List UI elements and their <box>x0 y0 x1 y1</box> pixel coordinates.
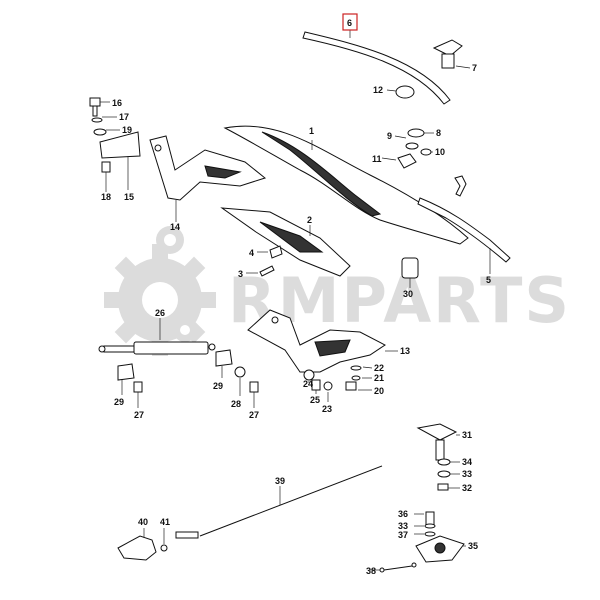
highlight-box <box>342 13 358 31</box>
label-part-26[interactable]: 26 <box>155 308 165 318</box>
label-part-21[interactable]: 21 <box>374 373 384 383</box>
part-screw <box>246 265 275 277</box>
label-part-15[interactable]: 15 <box>124 192 134 202</box>
label-part-3[interactable]: 3 <box>238 269 243 279</box>
part-strut-bracket-right <box>215 349 259 408</box>
label-part-19[interactable]: 19 <box>122 125 132 135</box>
label-part-13[interactable]: 13 <box>400 346 410 356</box>
label-part-27[interactable]: 27 <box>134 410 144 420</box>
part-bush <box>401 257 419 288</box>
part-long-bracket <box>220 207 351 277</box>
label-part-41[interactable]: 41 <box>160 517 170 527</box>
part-hardware-right <box>303 365 373 402</box>
label-part-31[interactable]: 31 <box>462 430 472 440</box>
label-part-20[interactable]: 20 <box>374 386 384 396</box>
label-part-22[interactable]: 22 <box>374 363 384 373</box>
label-part-35[interactable]: 35 <box>468 541 478 551</box>
label-part-38[interactable]: 38 <box>366 566 376 576</box>
label-part-37[interactable]: 37 <box>398 530 408 540</box>
label-part-34[interactable]: 34 <box>462 457 472 467</box>
watermark-small-gear-icon-2 <box>173 318 197 342</box>
label-part-39[interactable]: 39 <box>275 476 285 486</box>
label-part-17[interactable]: 17 <box>119 112 129 122</box>
label-part-14[interactable]: 14 <box>170 222 180 232</box>
label-part-16[interactable]: 16 <box>112 98 122 108</box>
label-part-27b[interactable]: 27 <box>249 410 259 420</box>
label-part-9[interactable]: 9 <box>387 131 392 141</box>
watermark-small-gear-icon <box>156 226 184 254</box>
part-plate <box>99 131 141 190</box>
part-clip <box>257 245 283 259</box>
label-part-30[interactable]: 30 <box>403 289 413 299</box>
label-part-32[interactable]: 32 <box>462 483 472 493</box>
part-knob <box>432 39 471 69</box>
label-part-4[interactable]: 4 <box>249 248 254 258</box>
label-part-25[interactable]: 25 <box>310 395 320 405</box>
label-part-2[interactable]: 2 <box>307 215 312 225</box>
label-part-28[interactable]: 28 <box>231 399 241 409</box>
label-part-8[interactable]: 8 <box>436 128 441 138</box>
part-lever <box>117 528 168 561</box>
label-part-29b[interactable]: 29 <box>213 381 223 391</box>
part-cap <box>386 85 415 99</box>
part-bolt-stack <box>89 97 120 192</box>
label-part-11[interactable]: 11 <box>372 154 382 164</box>
label-part-40[interactable]: 40 <box>138 517 148 527</box>
part-seal-strip-top <box>302 30 451 105</box>
part-cable <box>175 465 383 539</box>
label-part-12[interactable]: 12 <box>373 85 383 95</box>
part-strut-bracket-left <box>117 363 143 408</box>
part-labels: 1 2 3 4 5 6 7 8 9 10 11 12 13 14 15 16 1… <box>101 18 491 576</box>
part-gas-strut <box>98 318 216 355</box>
label-part-6[interactable]: 6 <box>347 18 352 28</box>
part-lock-upper <box>416 423 460 491</box>
label-part-23[interactable]: 23 <box>322 404 332 414</box>
label-part-24[interactable]: 24 <box>303 379 313 389</box>
part-hinge-left <box>149 135 267 222</box>
label-part-33[interactable]: 33 <box>462 469 472 479</box>
label-part-36[interactable]: 36 <box>398 509 408 519</box>
part-side-seal <box>417 175 511 274</box>
part-hinge-right <box>247 309 398 373</box>
label-part-1[interactable]: 1 <box>309 126 314 136</box>
label-part-7[interactable]: 7 <box>472 63 477 73</box>
label-part-29[interactable]: 29 <box>114 397 124 407</box>
part-washers <box>381 128 434 169</box>
label-part-10[interactable]: 10 <box>435 147 445 157</box>
label-part-5[interactable]: 5 <box>486 275 491 285</box>
part-lid-panel <box>223 125 469 245</box>
part-lock-lower <box>370 511 466 573</box>
label-part-33b[interactable]: 33 <box>398 521 408 531</box>
label-part-18[interactable]: 18 <box>101 192 111 202</box>
